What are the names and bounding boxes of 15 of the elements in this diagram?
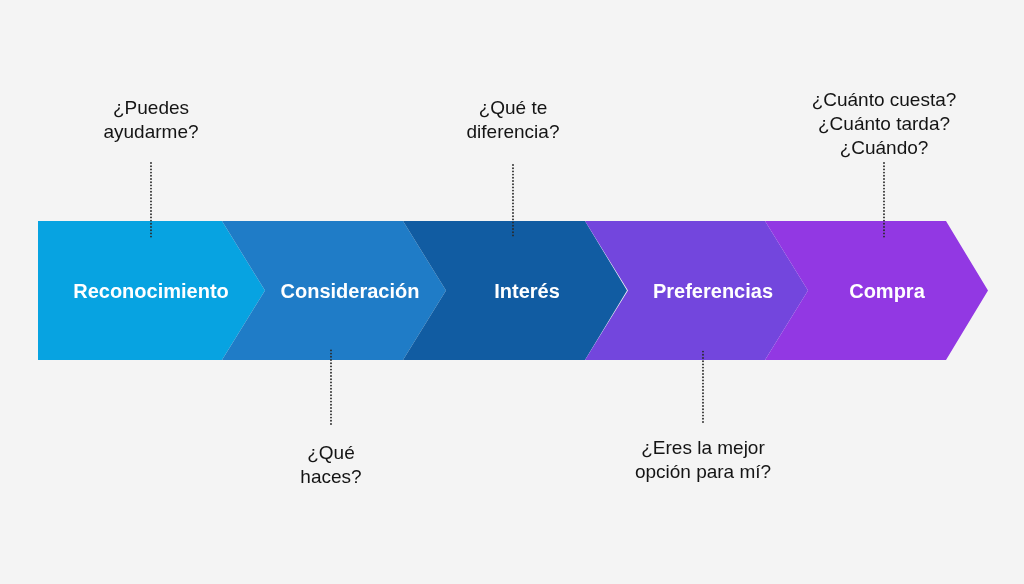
question-text: ¿Eres la mejor opción para mí? <box>633 436 773 484</box>
step-label: Consideración <box>280 278 420 303</box>
step-label: Reconocimiento <box>73 278 229 303</box>
question-text: ¿Puedes ayudarme? <box>103 96 199 144</box>
step-label: Interés <box>494 278 560 303</box>
leader-line <box>883 162 885 238</box>
step-label: Preferencias <box>652 278 774 303</box>
leader-line <box>512 164 514 238</box>
leader-line <box>150 162 152 238</box>
leader-line <box>330 349 332 425</box>
step-label: Compra <box>849 278 925 303</box>
question-text: ¿Cuánto cuesta? ¿Cuánto tarda? ¿Cuándo? <box>811 88 957 160</box>
question-text: ¿Qué te diferencia? <box>465 96 561 144</box>
question-text: ¿Qué haces? <box>299 441 363 489</box>
leader-line <box>702 348 704 423</box>
